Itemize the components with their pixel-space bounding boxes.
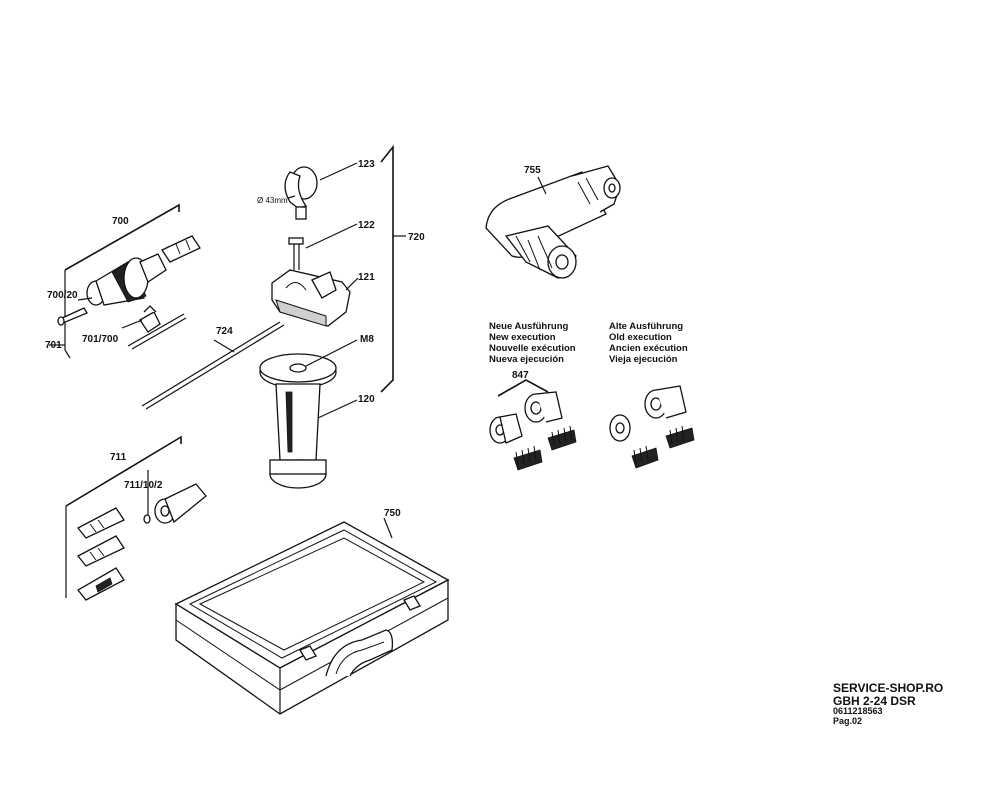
label-755: 755 xyxy=(524,165,541,176)
svg-text:Nouvelle exécution: Nouvelle exécution xyxy=(489,343,576,354)
label-122: 122 xyxy=(358,220,375,231)
part-121-clamp-block xyxy=(271,269,359,327)
part-700-drill-chuck xyxy=(86,235,201,306)
label-724: 724 xyxy=(216,326,233,337)
label-700-20: 700/20 xyxy=(47,290,78,301)
label-701-700: 701/700 xyxy=(82,334,119,345)
part-123-depth-gauge-clamp xyxy=(284,162,358,220)
svg-text:Alte Ausführung: Alte Ausführung xyxy=(609,321,683,332)
part-847-new-seal-set xyxy=(489,391,577,471)
svg-text:Ancien exécution: Ancien exécution xyxy=(609,343,688,354)
note-old-execution: Alte Ausführung Old execution Ancien exé… xyxy=(609,321,688,365)
footer-page: Pag.02 xyxy=(833,715,863,726)
part-755-angle-drilling-attachment xyxy=(485,165,621,279)
label-701: 701 xyxy=(45,340,62,351)
svg-text:Vieja ejecución: Vieja ejecución xyxy=(609,354,678,365)
label-diameter: Ø 43mm xyxy=(257,196,288,205)
part-700-20-screw xyxy=(57,307,88,326)
footer-shop: SERVICE-SHOP.RO xyxy=(833,681,944,695)
bracket-700 xyxy=(49,203,180,359)
footer-info: SERVICE-SHOP.RO GBH 2-24 DSR 0611218563 … xyxy=(833,682,993,726)
part-711-screwdriver-bits xyxy=(77,507,125,601)
label-711: 711 xyxy=(110,452,127,463)
part-old-seal-set xyxy=(609,385,695,469)
part-120-auxiliary-handle xyxy=(259,339,358,489)
part-724-depth-rod xyxy=(141,321,285,410)
label-120: 120 xyxy=(358,394,375,405)
bracket-711 xyxy=(65,435,182,598)
part-122-clamp-screw xyxy=(288,223,358,270)
footer-model: GBH 2-24 DSR xyxy=(833,693,916,708)
svg-text:Old execution: Old execution xyxy=(609,332,672,343)
label-720: 720 xyxy=(408,232,425,243)
label-121: 121 xyxy=(358,272,375,283)
label-m8: M8 xyxy=(360,334,374,345)
svg-text:Neue Ausführung: Neue Ausführung xyxy=(489,321,569,332)
footer-number: 0611218563 xyxy=(833,706,883,717)
bracket-847 xyxy=(497,379,549,397)
label-123: 123 xyxy=(358,159,375,170)
bracket-720 xyxy=(380,144,406,393)
label-750: 750 xyxy=(384,508,401,519)
label-847: 847 xyxy=(512,370,529,381)
note-new-execution: Neue Ausführung New execution Nouvelle e… xyxy=(489,321,576,365)
part-701-chuck-key xyxy=(121,305,187,350)
svg-text:Nueva ejecución: Nueva ejecución xyxy=(489,354,564,365)
label-700: 700 xyxy=(112,216,129,227)
part-711-10-2-bit-holder xyxy=(143,483,207,524)
part-750-carrying-case xyxy=(174,517,450,715)
label-711-10-2: 711/10/2 xyxy=(124,480,163,491)
svg-text:New execution: New execution xyxy=(489,332,556,343)
